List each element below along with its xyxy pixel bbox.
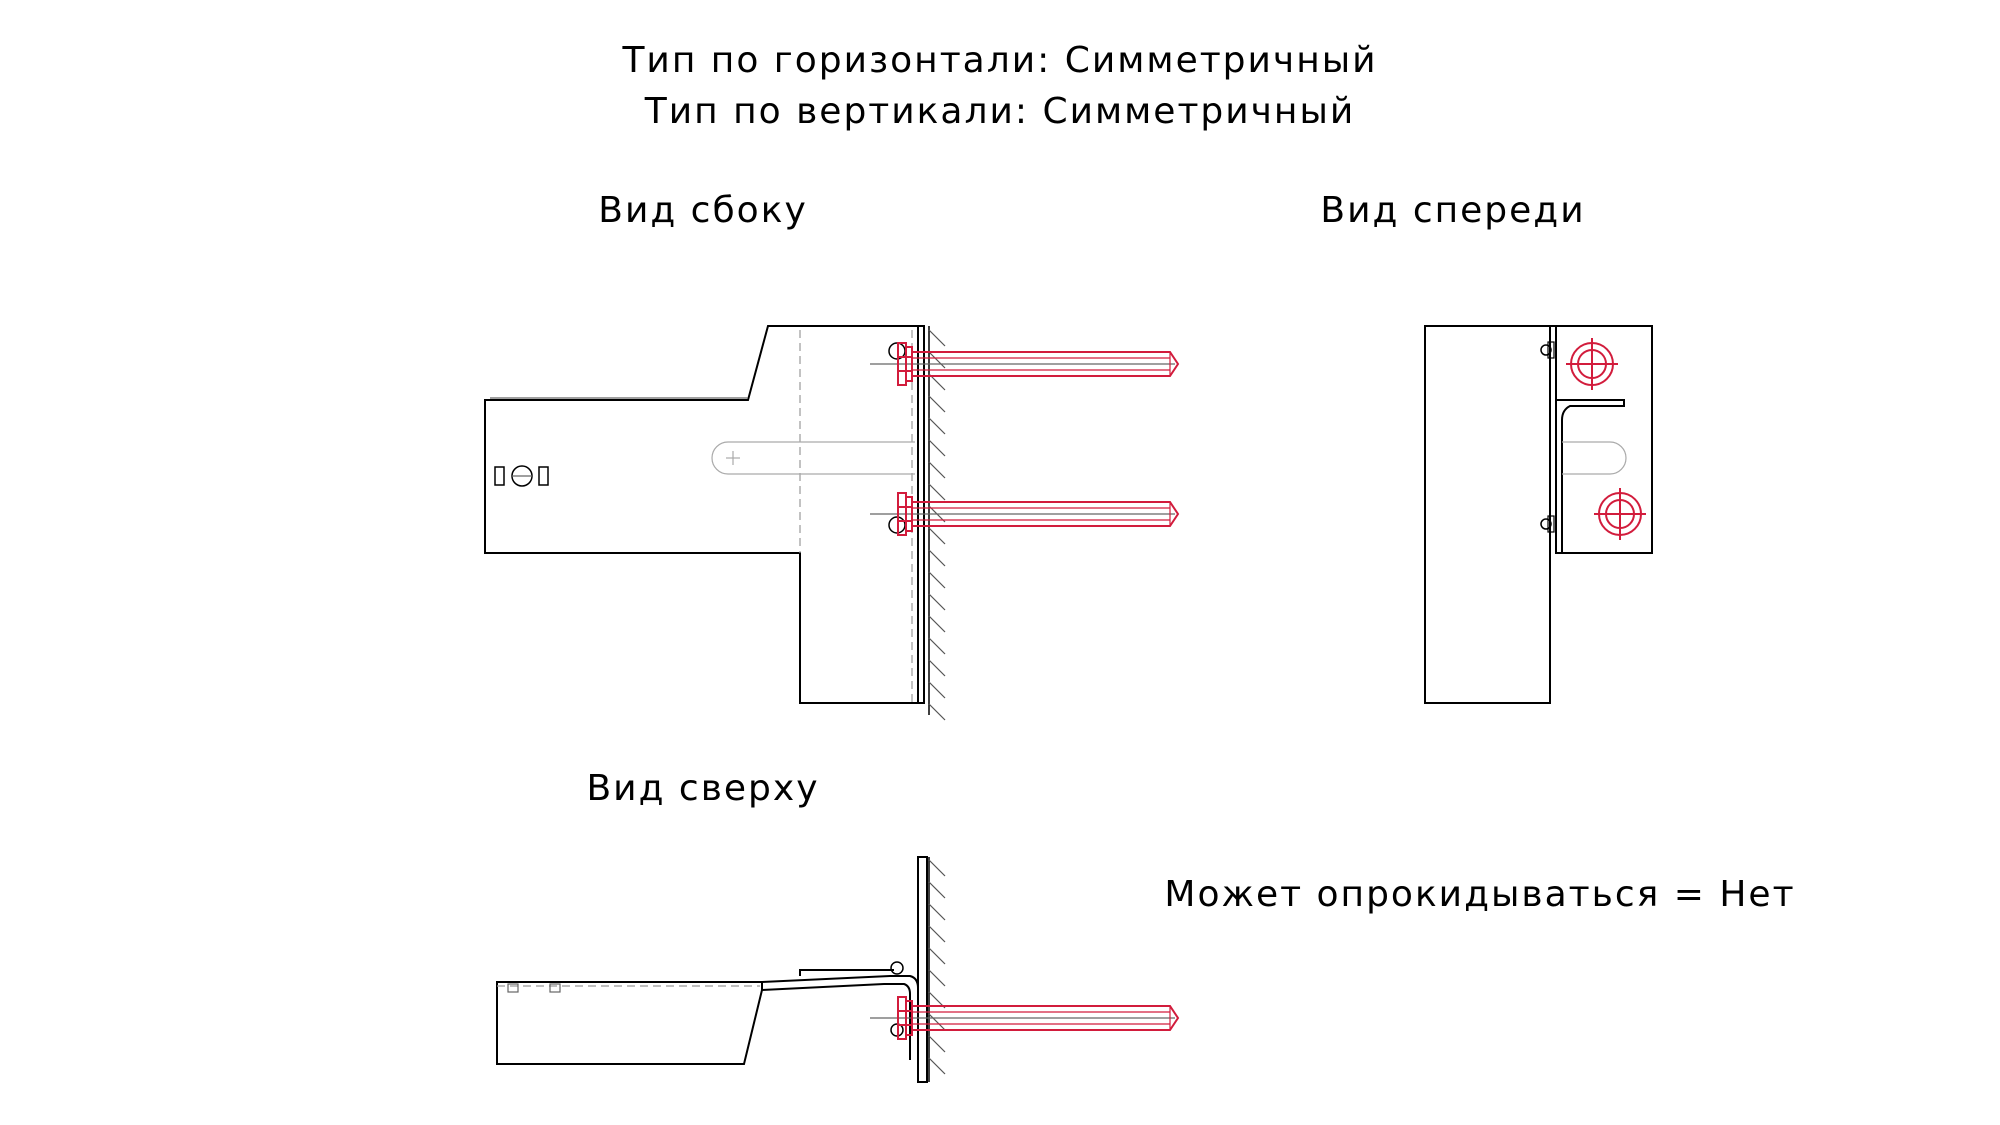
side-anchor-bolt-upper bbox=[870, 342, 1180, 386]
side-view bbox=[484, 325, 1180, 721]
side-marker-symbol bbox=[494, 465, 549, 487]
side-body-outline bbox=[484, 325, 925, 704]
front-anchor-lower bbox=[1594, 488, 1646, 540]
front-anchor-upper bbox=[1566, 338, 1618, 390]
top-wall-hatch bbox=[928, 859, 946, 1075]
side-view-label: Вид сбоку bbox=[598, 190, 808, 231]
side-wall-hatch bbox=[928, 329, 946, 721]
tip-over-note: Может опрокидываться = Нет bbox=[1164, 874, 1795, 915]
front-plate-outline bbox=[1550, 325, 1653, 554]
top-view-label: Вид сверху bbox=[586, 768, 819, 809]
side-anchor-bolt-lower bbox=[870, 492, 1180, 536]
top-anchor-bolt bbox=[870, 996, 1180, 1040]
header-vertical-type: Тип по вертикали: Симметричный bbox=[644, 91, 1356, 132]
front-view-label: Вид спереди bbox=[1320, 190, 1585, 231]
front-view bbox=[1424, 325, 1653, 704]
front-body-outline bbox=[1424, 325, 1551, 704]
top-view bbox=[496, 856, 1180, 1083]
header-horizontal-type: Тип по горизонтали: Симметричный bbox=[621, 40, 1377, 81]
side-slot bbox=[711, 441, 915, 475]
top-body-outline bbox=[496, 981, 763, 1065]
